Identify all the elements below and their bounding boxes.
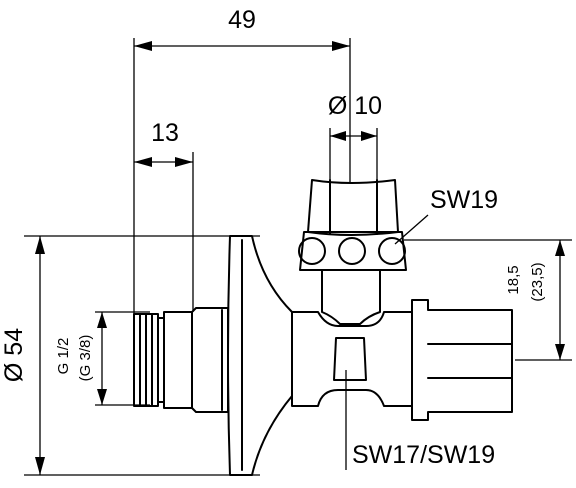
valve-body — [133, 235, 513, 476]
dim-d54-label: Ø 54 — [0, 328, 28, 382]
dimension-sw19 — [394, 214, 429, 245]
dimension-thread — [95, 311, 150, 406]
thread-g38-label: (G 3/8) — [77, 335, 94, 382]
dimension-49 — [133, 38, 351, 325]
dim-235-label: (23,5) — [529, 262, 546, 301]
dim-d10-label: Ø 10 — [328, 92, 382, 120]
dimension-d10 — [329, 128, 378, 180]
dimension-185 — [404, 239, 572, 361]
dim-sw17-sw19-label: SW17/SW19 — [352, 441, 495, 469]
dimension-13 — [134, 152, 194, 312]
dimension-d54 — [24, 235, 260, 476]
dim-sw19-label: SW19 — [430, 186, 498, 214]
thread-g12-label: G 1/2 — [55, 338, 72, 375]
dim-13-label: 13 — [151, 119, 179, 147]
handle — [298, 179, 407, 271]
dim-185-label: 18,5 — [505, 265, 522, 294]
dim-49-label: 49 — [228, 6, 256, 34]
